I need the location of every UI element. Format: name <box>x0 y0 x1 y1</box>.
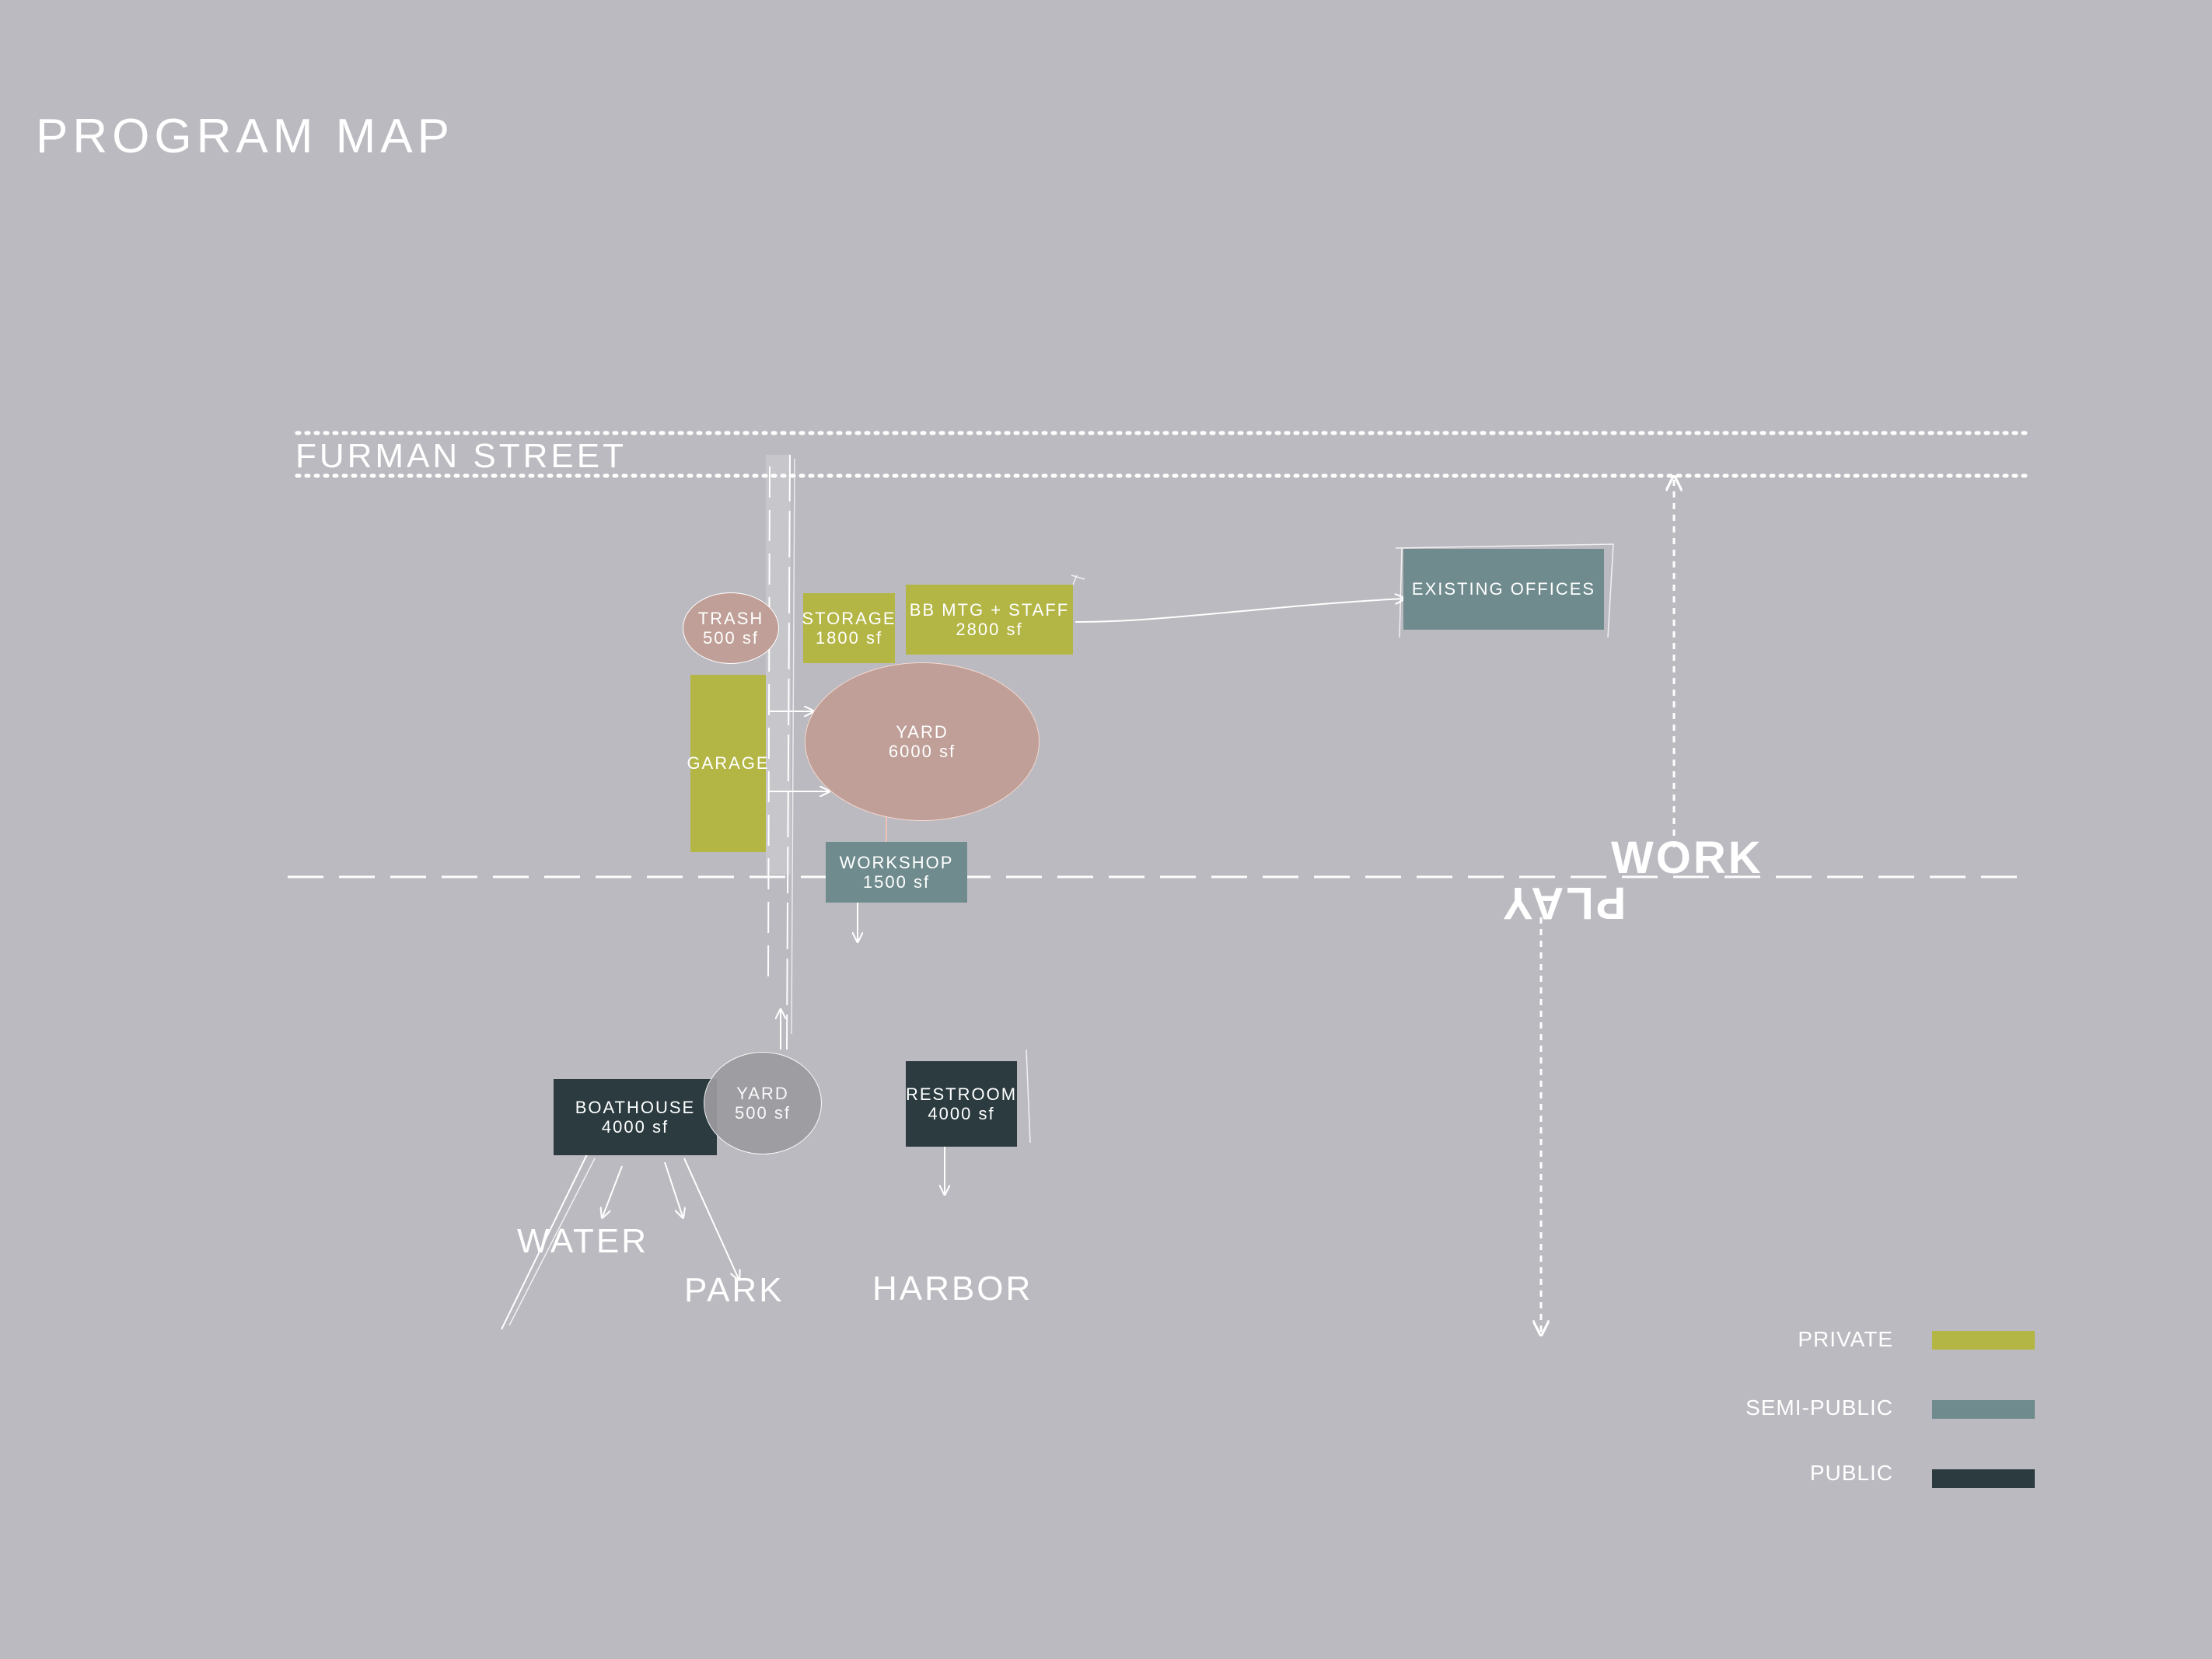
yard-work-name: YARD <box>896 721 949 742</box>
arrow-boathouse-park-b <box>683 1158 739 1279</box>
sketch-water-stroke-b <box>508 1158 596 1326</box>
legend-label-public: PUBLIC <box>1809 1461 1893 1485</box>
sketch-mark-restroom <box>1026 1049 1031 1144</box>
trash-name: TRASH <box>697 608 764 628</box>
existing-offices-name: EXISTING OFFICES <box>1411 579 1596 599</box>
boathouse-space: BOATHOUSE 4000 sf <box>554 1079 717 1155</box>
spine-line-right-2 <box>791 458 795 1035</box>
storage-area: 1800 sf <box>815 628 883 648</box>
restroom-area: 4000 sf <box>928 1104 995 1123</box>
work-zone-label: WORK <box>1611 833 1763 883</box>
arrow-boathouse-water <box>603 1165 623 1217</box>
destination-park: PARK <box>684 1271 785 1309</box>
legend-swatch-semi-public <box>1932 1400 2035 1419</box>
yard-public-space: YARD 500 sf <box>704 1052 822 1154</box>
destination-harbor: HARBOR <box>872 1270 1033 1308</box>
yard-work-space: YARD 6000 sf <box>805 662 1040 821</box>
spine-line-right <box>786 454 791 1050</box>
workshop-space: WORKSHOP 1500 sf <box>826 842 967 903</box>
boathouse-area: 4000 sf <box>601 1117 669 1137</box>
bb-mtg-staff-space: BB MTG + STAFF 2800 sf <box>906 585 1073 655</box>
storage-space: STORAGE 1800 sf <box>802 593 896 663</box>
yard-public-name: YARD <box>736 1083 789 1103</box>
legend-swatch-private <box>1932 1331 2035 1350</box>
boathouse-name: BOATHOUSE <box>575 1097 696 1117</box>
workshop-name: WORKSHOP <box>839 852 954 872</box>
sketch-mark-bbmtg <box>1071 575 1085 585</box>
restroom-name: RESTROOM <box>905 1084 1018 1104</box>
sketch-mark-offices <box>1395 543 1614 638</box>
garage-space: GARAGE <box>687 675 770 852</box>
storage-name: STORAGE <box>802 608 896 628</box>
restroom-space: RESTROOM 4000 sf <box>906 1061 1017 1147</box>
workshop-area: 1500 sf <box>862 872 931 892</box>
arrow-boathouse-park-a <box>664 1161 683 1217</box>
trash-space: TRASH 500 sf <box>683 592 779 664</box>
garage-name: GARAGE <box>687 753 770 774</box>
sketch-water-stroke-a <box>501 1154 588 1330</box>
bb-mtg-name: BB MTG + STAFF <box>909 599 1070 620</box>
yard-work-area: 6000 sf <box>888 742 956 761</box>
page-title: PROGRAM MAP <box>36 110 454 163</box>
street-label: FURMAN STREET <box>295 437 627 475</box>
existing-offices-space: EXISTING OFFICES <box>1403 549 1604 630</box>
yard-public-area: 500 sf <box>735 1103 791 1123</box>
destination-water: WATER <box>517 1222 648 1260</box>
trash-area: 500 sf <box>703 628 759 648</box>
bb-mtg-area: 2800 sf <box>956 620 1023 639</box>
play-zone-label: PLAY <box>1501 878 1627 928</box>
legend-label-semi-public: SEMI-PUBLIC <box>1745 1395 1893 1420</box>
legend-label-private: PRIVATE <box>1798 1327 1893 1351</box>
legend-swatch-public <box>1932 1469 2035 1488</box>
connection-bbmtg-offices <box>1075 599 1403 623</box>
